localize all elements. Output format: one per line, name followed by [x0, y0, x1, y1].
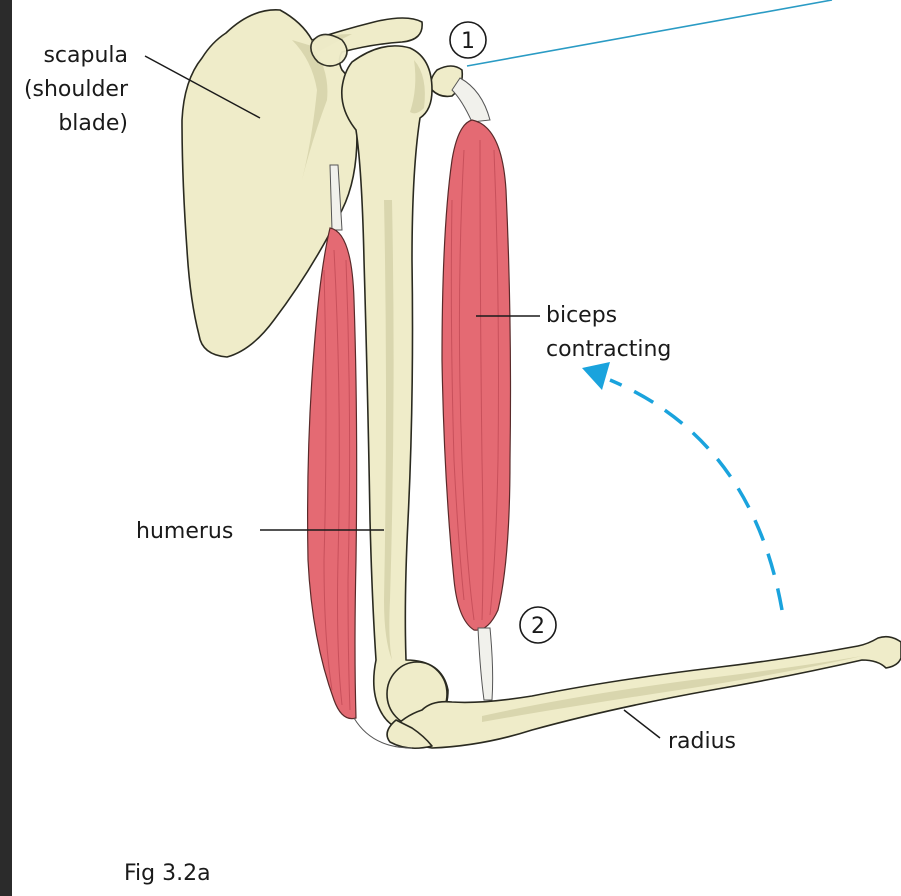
marker-1: 1	[450, 22, 486, 58]
biceps-label-line-2: contracting	[546, 337, 671, 362]
scapula-label-line-1: scapula	[43, 43, 128, 68]
pointer-line	[467, 0, 832, 66]
biceps-label-line-1: biceps	[546, 303, 617, 328]
marker-1-label: 1	[461, 29, 475, 54]
scapula-label-line-2: (shoulder	[24, 77, 129, 102]
biceps-lower-tendon	[478, 628, 493, 700]
biceps-upper-tendon	[452, 78, 490, 122]
figure-caption: Fig 3.2a	[124, 861, 211, 886]
dashed-curved-arrow-icon	[582, 362, 782, 610]
marker-2: 2	[520, 607, 556, 643]
biceps-label: biceps contracting	[546, 303, 671, 362]
radius-bone	[387, 637, 901, 749]
biceps-muscle	[442, 120, 511, 630]
humerus-bone	[342, 46, 448, 731]
scapula-label-line-3: blade)	[58, 111, 128, 136]
diagram-frame: 1 2 scapula (shoulder blade) biceps cont…	[12, 0, 901, 896]
radius-leader	[624, 710, 660, 738]
radius-label: radius	[668, 729, 736, 754]
scapula-label: scapula (shoulder blade)	[24, 43, 129, 136]
humerus-label: humerus	[136, 519, 233, 544]
arm-diagram: 1 2 scapula (shoulder blade) biceps cont…	[12, 0, 901, 896]
marker-2-label: 2	[531, 614, 545, 639]
